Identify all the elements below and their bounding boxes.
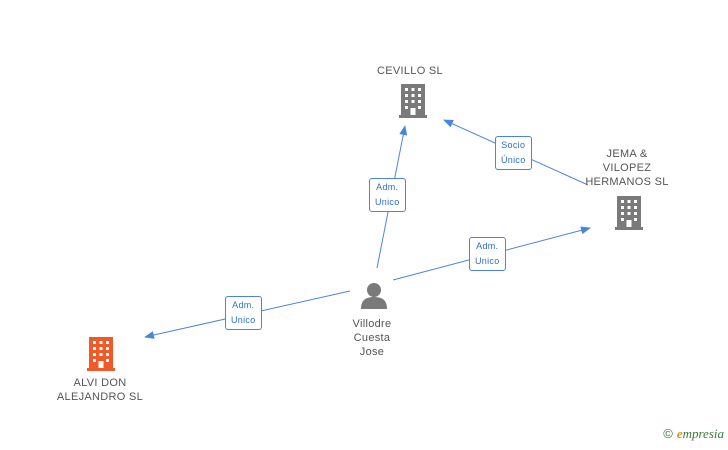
jema-label-line-3: HERMANOS SL <box>585 176 669 188</box>
edge-label-socio-unico-line-1: Socio <box>501 140 526 150</box>
empresia-watermark: ©empresia <box>663 426 724 442</box>
edge-label-adm-alvi-line-1: Adm. <box>232 300 255 310</box>
villodre-label-line-1: Villodre <box>352 318 392 330</box>
jema-label[interactable]: JEMA & VILOPEZ HERMANOS SL <box>577 147 677 189</box>
person-icon[interactable] <box>361 283 387 309</box>
edge-label-adm-alvi-line-2: Unico <box>231 315 256 325</box>
edge-label-adm-jema-line-2: Unico <box>475 256 500 266</box>
jema-label-line-1: JEMA & <box>606 148 648 160</box>
edge-label-adm-cevillo: Adm. Unico <box>369 178 406 212</box>
edge-label-socio-unico: Socio Único <box>495 136 532 170</box>
alvi-label-line-2: ALEJANDRO SL <box>56 391 144 403</box>
cevillo-label-text: CEVILLO SL <box>377 65 443 77</box>
alvi-building-icon[interactable] <box>87 337 115 371</box>
brand-name: mpresia <box>682 426 724 441</box>
jema-building-icon[interactable] <box>615 196 643 230</box>
copyright-symbol: © <box>663 426 673 441</box>
edge-label-adm-cevillo-line-2: Unico <box>375 197 400 207</box>
edge-label-adm-alvi: Adm. Unico <box>225 296 262 330</box>
brand-initial: e <box>676 426 683 441</box>
edge-label-adm-jema: Adm. Unico <box>469 237 506 271</box>
villodre-label[interactable]: Villodre Cuesta Jose <box>322 317 422 359</box>
alvi-label[interactable]: ALVI DON ALEJANDRO SL <box>40 376 160 404</box>
edge-label-socio-unico-line-2: Único <box>501 155 526 165</box>
alvi-label-line-1: ALVI DON <box>73 377 127 389</box>
villodre-label-line-3: Jose <box>359 346 385 358</box>
villodre-label-line-2: Cuesta <box>353 332 391 344</box>
jema-label-line-2: VILOPEZ <box>602 162 652 174</box>
edge-label-adm-cevillo-line-1: Adm. <box>376 182 399 192</box>
cevillo-label[interactable]: CEVILLO SL <box>360 64 460 78</box>
edge-label-adm-jema-line-1: Adm. <box>476 241 499 251</box>
cevillo-building-icon[interactable] <box>399 84 427 118</box>
